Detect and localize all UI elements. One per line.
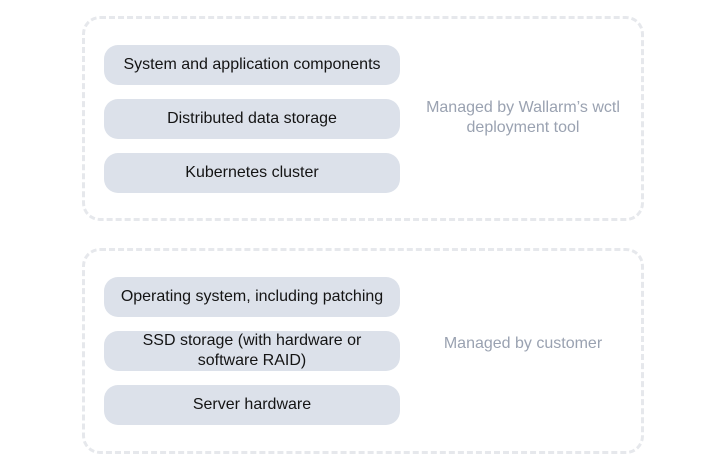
layer-ssd-storage: SSD storage (with hardware or software R…: [104, 331, 400, 371]
layer-server-hardware: Server hardware: [104, 385, 400, 425]
layer-label: Kubernetes cluster: [185, 164, 319, 181]
layer-label: Operating system, including patching: [120, 288, 384, 305]
layer-label: Distributed data storage: [167, 110, 337, 127]
layer-kubernetes-cluster: Kubernetes cluster: [104, 153, 400, 193]
wallarm-managed-note: Managed by Wallarm’s wctl deployment too…: [426, 99, 620, 136]
layer-distributed-data-storage: Distributed data storage: [104, 99, 400, 139]
layer-operating-system: Operating system, including patching: [104, 277, 400, 317]
customer-managed-group: [82, 248, 644, 454]
layer-label: SSD storage (with hardware or software R…: [142, 332, 362, 369]
wallarm-managed-group: [82, 16, 644, 221]
layer-system-and-application-components: System and application components: [104, 45, 400, 85]
layer-label: System and application components: [123, 56, 381, 73]
layer-label: Server hardware: [192, 396, 312, 413]
customer-managed-note: Managed by customer: [443, 335, 603, 352]
